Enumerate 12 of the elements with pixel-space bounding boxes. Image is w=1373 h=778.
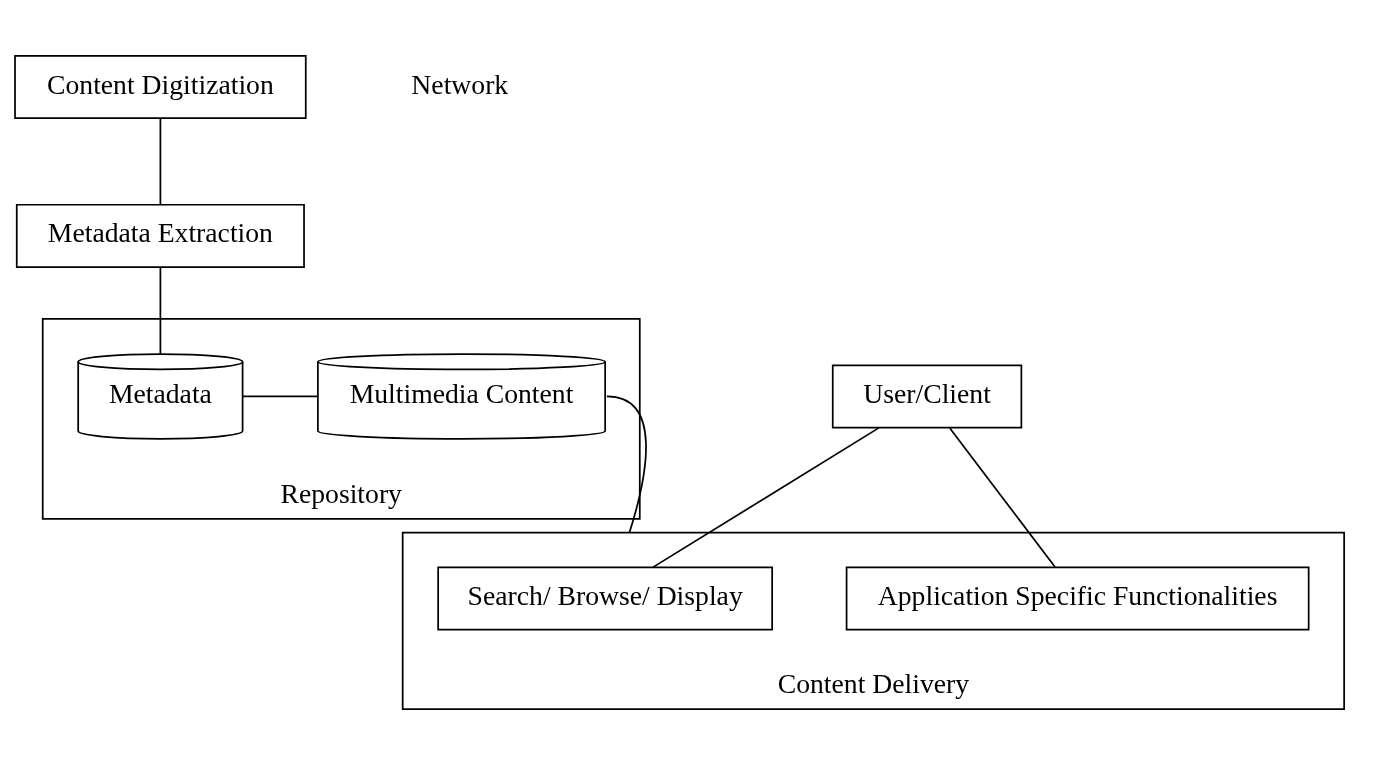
- node-box: Metadata Extraction: [15, 203, 305, 268]
- connector: [606, 395, 647, 534]
- connector: [241, 395, 318, 397]
- connector: [159, 117, 162, 205]
- node-box: Content Digitization: [14, 54, 307, 119]
- connector: [949, 426, 1056, 568]
- node-box: User/Client: [831, 363, 1023, 428]
- connector: [652, 426, 880, 568]
- node-box: Application Specific Functionalities: [845, 565, 1310, 630]
- label: Network: [411, 68, 509, 100]
- node-box: Search/ Browse/ Display: [437, 565, 774, 630]
- connector: [159, 265, 162, 354]
